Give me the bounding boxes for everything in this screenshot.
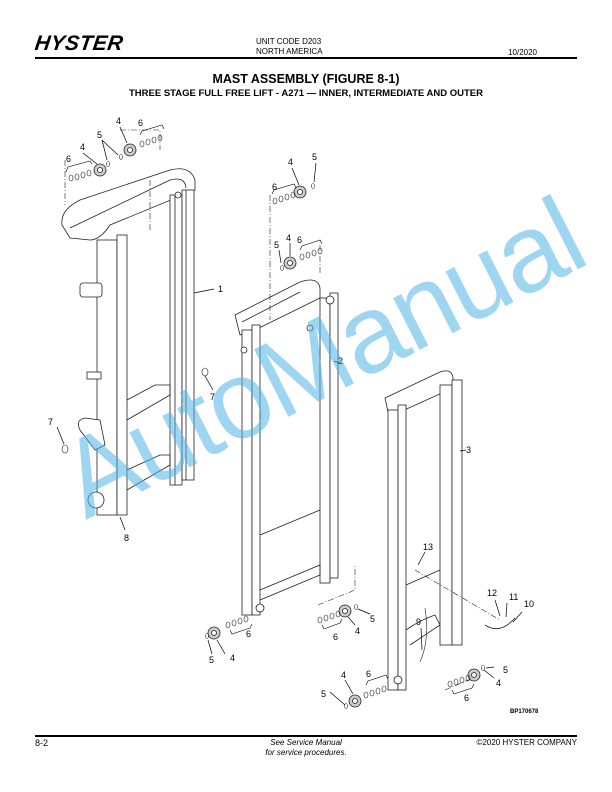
service-note: See Service Manual for service procedure… bbox=[0, 738, 612, 758]
svg-text:10: 10 bbox=[524, 599, 534, 609]
svg-text:5: 5 bbox=[321, 689, 326, 699]
svg-text:5: 5 bbox=[312, 152, 317, 162]
rollers bbox=[93, 143, 481, 708]
svg-text:3: 3 bbox=[466, 445, 471, 455]
svg-text:5: 5 bbox=[370, 614, 375, 624]
svg-text:6: 6 bbox=[66, 154, 71, 164]
svg-text:1: 1 bbox=[218, 284, 223, 294]
svg-text:13: 13 bbox=[423, 542, 433, 552]
svg-text:4: 4 bbox=[116, 116, 121, 126]
hyster-logo: HYSTER bbox=[33, 32, 125, 55]
drawing-id: BP170678 bbox=[510, 709, 539, 715]
svg-text:7: 7 bbox=[210, 392, 215, 402]
header-rule bbox=[35, 57, 577, 59]
svg-text:4: 4 bbox=[496, 678, 501, 688]
unit-info: UNIT CODE D203 NORTH AMERICA bbox=[256, 37, 323, 57]
copyright: ©2020 HYSTER COMPANY bbox=[476, 738, 577, 747]
footer-rule bbox=[35, 735, 577, 737]
intermediate-mast bbox=[234, 279, 339, 616]
page-number: 8-2 bbox=[35, 738, 49, 748]
region: NORTH AMERICA bbox=[256, 47, 323, 56]
svg-text:5: 5 bbox=[209, 655, 214, 665]
service-note-line1: See Service Manual bbox=[270, 738, 342, 747]
svg-text:4: 4 bbox=[286, 233, 291, 243]
svg-text:11: 11 bbox=[509, 592, 518, 602]
page-subtitle: THREE STAGE FULL FREE LIFT - A271 — INNE… bbox=[129, 88, 483, 99]
svg-text:6: 6 bbox=[138, 118, 143, 128]
svg-text:6: 6 bbox=[272, 182, 277, 192]
svg-text:6: 6 bbox=[333, 632, 338, 642]
svg-text:4: 4 bbox=[230, 653, 235, 663]
inner-mast bbox=[61, 168, 196, 516]
service-note-line2: for service procedures. bbox=[265, 748, 347, 757]
svg-text:2: 2 bbox=[338, 356, 343, 366]
svg-text:5: 5 bbox=[503, 665, 508, 675]
svg-text:4: 4 bbox=[355, 626, 360, 636]
outer-mast bbox=[384, 370, 516, 691]
svg-text:4: 4 bbox=[288, 157, 293, 167]
svg-text:5: 5 bbox=[97, 130, 102, 140]
svg-text:8: 8 bbox=[124, 533, 129, 543]
svg-text:5: 5 bbox=[274, 240, 279, 250]
page-title: MAST ASSEMBLY (FIGURE 8-1) bbox=[212, 72, 400, 86]
revision-date: 10/2020 bbox=[508, 48, 537, 57]
svg-text:6: 6 bbox=[366, 669, 371, 679]
svg-text:4: 4 bbox=[80, 142, 85, 152]
svg-text:6: 6 bbox=[246, 629, 251, 639]
unit-code: UNIT CODE D203 bbox=[256, 37, 322, 46]
shims bbox=[61, 134, 485, 709]
svg-text:6: 6 bbox=[297, 235, 302, 245]
svg-text:6: 6 bbox=[464, 693, 469, 703]
svg-text:12: 12 bbox=[487, 588, 497, 598]
svg-text:4: 4 bbox=[341, 670, 346, 680]
svg-text:7: 7 bbox=[48, 417, 53, 427]
svg-text:9: 9 bbox=[416, 617, 421, 627]
mast-assembly-figure: 1 2 3 4 4 5 6 6 4 5 6 5 4 6 5 4 6 5 4 6 … bbox=[0, 100, 612, 730]
leader-lines bbox=[56, 126, 523, 706]
